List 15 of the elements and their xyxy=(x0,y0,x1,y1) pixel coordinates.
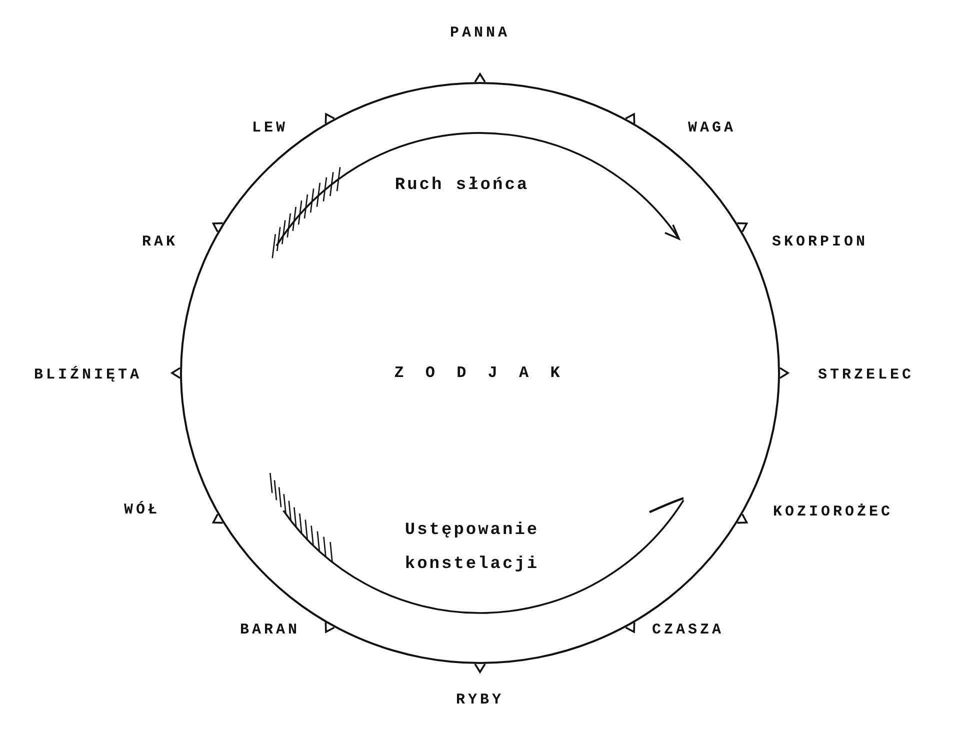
sign-label: BLIŹNIĘTA xyxy=(34,366,142,384)
sign-label: SKORPION xyxy=(772,234,868,250)
circle-title: Z O D J A K xyxy=(394,364,566,382)
sign-label: WAGA xyxy=(688,120,736,136)
sign-label: STRZELEC xyxy=(818,366,914,384)
sign-label: CZASZA xyxy=(652,622,724,638)
sign-label: KOZIOROŻEC xyxy=(773,504,893,520)
arrow-caption: Ustępowanie konstelacji xyxy=(404,520,540,576)
sign-label: WÓŁ xyxy=(124,502,160,518)
sign-label: BARAN xyxy=(240,622,300,638)
arrow-caption: Ruch słońca xyxy=(394,175,530,197)
sign-label: LEW xyxy=(252,120,288,136)
sign-label: PANNA xyxy=(450,24,510,42)
sign-label: RYBY xyxy=(456,692,504,708)
sign-label: RAK xyxy=(142,234,178,250)
